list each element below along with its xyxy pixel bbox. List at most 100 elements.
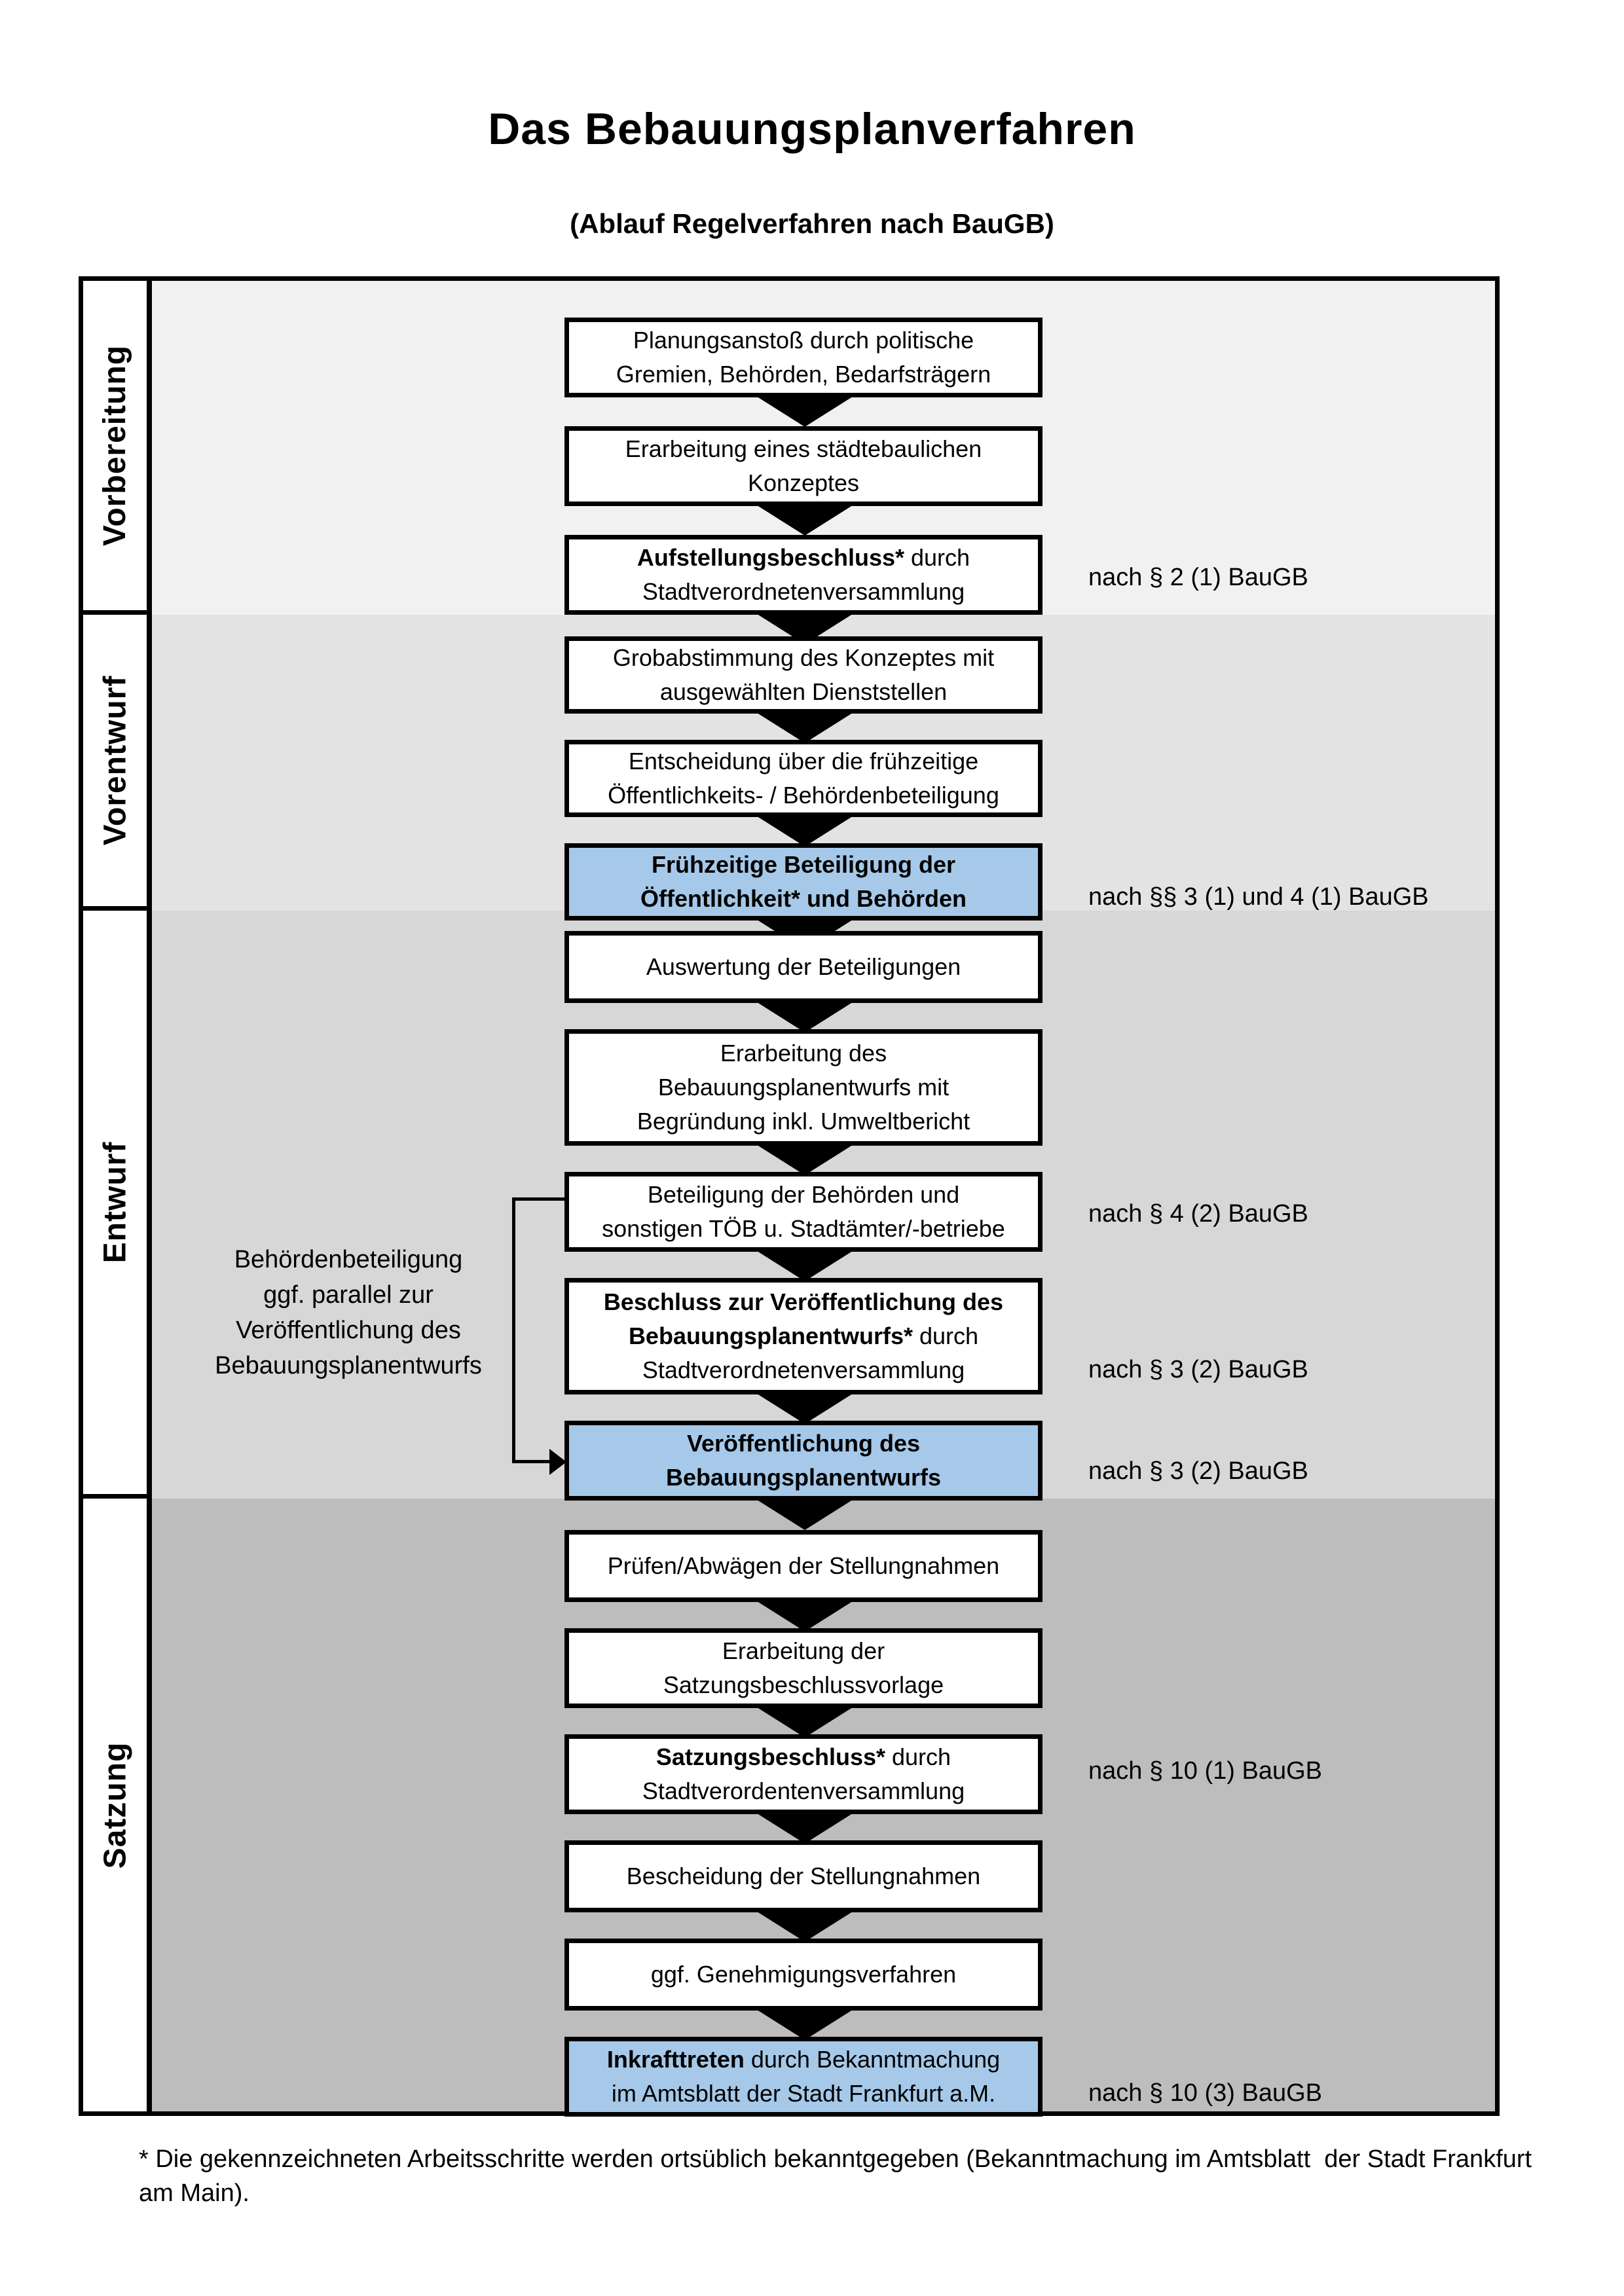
- step-line: Frühzeitige Beteiligung der: [652, 848, 955, 882]
- step-text-segment: Erarbeitung eines städtebaulichen: [625, 435, 982, 462]
- down-arrow-icon: [755, 1600, 855, 1631]
- step-line: Inkrafttreten durch Bekanntmachung: [607, 2043, 1000, 2077]
- down-arrow-icon: [755, 1250, 855, 1281]
- step-text-segment: ggf. Genehmigungsverfahren: [650, 1961, 957, 1988]
- down-arrow-icon: [755, 1812, 855, 1844]
- bracket-connector-vertical: [512, 1197, 515, 1462]
- step-text-segment: Öffentlichkeits- / Behördenbeteiligung: [608, 782, 999, 809]
- step-line: Gremien, Behörden, Bedarfsträgern: [616, 357, 991, 392]
- step-line: Beteiligung der Behörden und: [648, 1178, 959, 1212]
- step-text-segment: durch: [912, 1322, 979, 1349]
- step-text-segment: Erarbeitung der: [722, 1637, 885, 1664]
- down-arrow-icon: [755, 1499, 855, 1530]
- legal-reference-3: nach § 4 (2) BauGB: [1088, 1200, 1308, 1228]
- step-line: ggf. Genehmigungsverfahren: [651, 1958, 956, 1992]
- legal-reference-2: nach §§ 3 (1) und 4 (1) BauGB: [1088, 883, 1429, 911]
- step-line: Entscheidung über die frühzeitige: [629, 744, 978, 778]
- step-line: Bescheidung der Stellungnahmen: [627, 1859, 980, 1893]
- side-note-line: ggf. parallel zur: [263, 1281, 434, 1309]
- legal-reference-1: nach § 2 (1) BauGB: [1088, 564, 1308, 591]
- step-text-segment: Veröffentlichung des: [686, 1430, 921, 1457]
- step-line: Veröffentlichung des: [687, 1427, 920, 1461]
- step-line: Öffentlichkeit* und Behörden: [640, 882, 967, 916]
- step-text-segment: Inkrafttreten: [606, 2046, 745, 2073]
- phase-label-cell-vorbereitung: Vorbereitung: [83, 281, 152, 615]
- phase-label-cell-entwurf: Entwurf: [83, 911, 152, 1499]
- step-text-segment: Bebauungsplanentwurfs*: [628, 1322, 913, 1349]
- flow-step-15: Bescheidung der Stellungnahmen: [564, 1840, 1043, 1912]
- phase-label-cell-vorentwurf: Vorentwurf: [83, 615, 152, 911]
- side-note-line: Bebauungsplanentwurfs: [215, 1352, 482, 1379]
- flow-step-16: ggf. Genehmigungsverfahren: [564, 1939, 1043, 2011]
- step-line: Bebauungsplanentwurfs: [666, 1461, 941, 1495]
- step-text-segment: Konzeptes: [747, 469, 860, 496]
- flow-step-4: Grobabstimmung des Konzeptes mit ausgewäh…: [564, 636, 1043, 714]
- step-text-segment: Frühzeitige Beteiligung der: [651, 851, 956, 878]
- down-arrow-icon: [755, 395, 855, 427]
- step-line: Planungsanstoß durch politische: [633, 323, 974, 357]
- step-line: Aufstellungsbeschluss* durch: [637, 541, 970, 575]
- step-line: Konzeptes: [748, 466, 859, 500]
- legal-reference-5: nach § 3 (2) BauGB: [1088, 1457, 1308, 1485]
- step-text-segment: Begründung inkl. Umweltbericht: [637, 1108, 970, 1135]
- bracket-arrowhead-icon: [549, 1449, 566, 1475]
- step-text-segment: Öffentlichkeit* und Behörden: [640, 885, 967, 912]
- down-arrow-icon: [755, 712, 855, 743]
- step-text-segment: Stadtverordnetenversammlung: [642, 578, 965, 605]
- step-line: Erarbeitung der: [722, 1634, 885, 1668]
- step-text-segment: ausgewählten Dienststellen: [659, 678, 948, 705]
- step-line: Satzungsbeschluss* durch: [656, 1740, 951, 1774]
- step-line: Erarbeitung des: [720, 1036, 887, 1070]
- step-text-segment: Erarbeitung des: [720, 1040, 887, 1066]
- step-text-segment: Prüfen/Abwägen der Stellungnahmen: [607, 1552, 1000, 1579]
- step-text-segment: im Amtsblatt der Stadt Frankfurt a.M.: [611, 2080, 996, 2107]
- legal-reference-4: nach § 3 (2) BauGB: [1088, 1356, 1308, 1383]
- step-line: Beschluss zur Veröffentlichung des: [604, 1285, 1003, 1319]
- down-arrow-icon: [755, 1144, 855, 1175]
- flow-step-12: Prüfen/Abwägen der Stellungnahmen: [564, 1530, 1043, 1602]
- step-text-segment: Beteiligung der Behörden und: [647, 1181, 960, 1208]
- step-text-segment: Stadtverordentenversammlung: [642, 1777, 965, 1804]
- step-text-segment: Gremien, Behörden, Bedarfsträgern: [616, 361, 991, 388]
- step-line: Stadtverordnetenversammlung: [642, 1353, 965, 1387]
- step-text-segment: durch: [904, 544, 970, 571]
- step-text-segment: Bebauungsplanentwurfs: [665, 1464, 942, 1491]
- step-text-segment: Aufstellungsbeschluss*: [637, 544, 905, 571]
- bracket-connector-bottom: [512, 1460, 551, 1463]
- down-arrow-icon: [755, 504, 855, 536]
- step-line: Bebauungsplanentwurfs* durch: [629, 1319, 978, 1353]
- step-text-segment: Planungsanstoß durch politische: [633, 327, 974, 354]
- down-arrow-icon: [755, 815, 855, 847]
- step-line: Grobabstimmung des Konzeptes mit: [613, 641, 994, 675]
- page-title: Das Bebauungsplanverfahren: [488, 104, 1136, 154]
- step-text-segment: Entscheidung über die frühzeitige: [628, 748, 979, 774]
- step-text-segment: Grobabstimmung des Konzeptes mit: [612, 644, 995, 671]
- step-line: Stadtverordnetenversammlung: [642, 575, 965, 609]
- step-text-segment: Beschluss zur Veröffentlichung des: [603, 1288, 1004, 1315]
- step-text-segment: Stadtverordnetenversammlung: [642, 1357, 965, 1383]
- footnote: * Die gekennzeichneten Arbeitsschritte w…: [139, 2145, 1539, 2207]
- step-line: Erarbeitung eines städtebaulichen: [625, 432, 982, 466]
- down-arrow-icon: [755, 1706, 855, 1738]
- step-text-segment: durch: [885, 1743, 951, 1770]
- flow-step-7: Auswertung der Beteiligungen: [564, 931, 1043, 1003]
- step-line: ausgewählten Dienststellen: [660, 675, 947, 709]
- down-arrow-icon: [755, 1001, 855, 1032]
- legal-reference-6: nach § 10 (1) BauGB: [1088, 1757, 1322, 1785]
- step-text-segment: Auswertung der Beteiligungen: [646, 953, 961, 980]
- step-text-segment: Satzungsbeschluss*: [655, 1743, 886, 1770]
- bracket-connector-top: [512, 1197, 566, 1201]
- step-line: Stadtverordentenversammlung: [642, 1774, 965, 1808]
- down-arrow-icon: [755, 1393, 855, 1424]
- down-arrow-icon: [755, 2009, 855, 2040]
